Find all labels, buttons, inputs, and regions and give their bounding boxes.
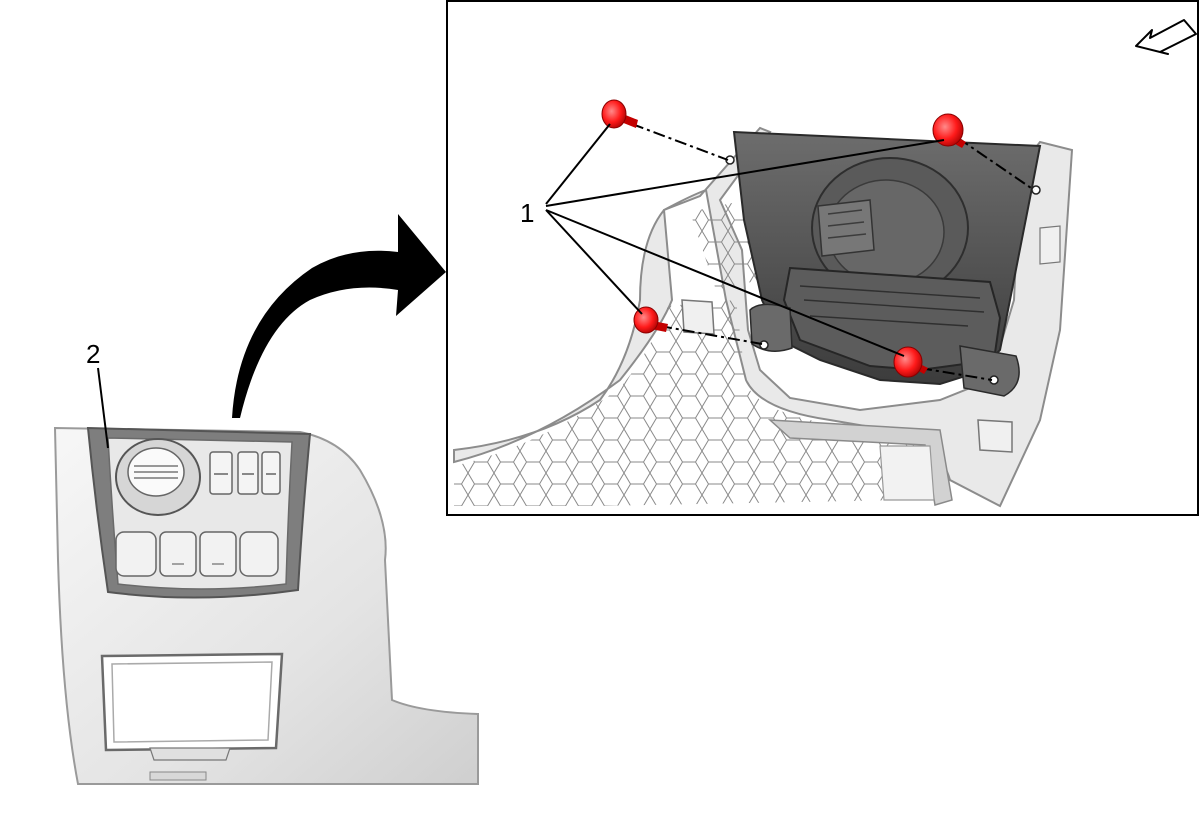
honeycomb-pattern-lower <box>454 300 940 506</box>
callout-1-leaders <box>545 123 945 357</box>
callout-2-leader <box>97 367 109 449</box>
mounting-tab-left <box>749 303 793 352</box>
screw-hole-upper-right <box>1031 185 1041 195</box>
lower-opening <box>100 652 284 752</box>
connector-block <box>817 199 875 257</box>
callout-2-label: 2 <box>86 339 100 369</box>
headlamp-knob <box>115 438 201 516</box>
screw-hole-lower-left <box>759 340 769 350</box>
curved-arrow-icon <box>232 214 446 418</box>
screw-alignment-lines <box>631 123 1035 381</box>
arrow-left-down-icon <box>1135 19 1197 55</box>
lower-channel <box>767 419 953 506</box>
mounting-tab-right <box>959 345 1020 397</box>
callout-1-label: 1 <box>520 198 534 228</box>
retaining-clip-right <box>977 419 1013 453</box>
overview-panel: 2 <box>53 339 479 785</box>
honeycomb-pattern-upper <box>690 200 760 290</box>
rocker-switches <box>209 451 281 495</box>
retaining-clip-upper-right <box>1039 225 1061 265</box>
fastener-upper-right <box>932 113 966 148</box>
fastener-lower-left <box>633 306 668 334</box>
retaining-clip-left <box>681 299 715 335</box>
detail-view: 1 <box>446 0 1199 516</box>
fastener-upper-left <box>601 99 638 129</box>
push-buttons <box>115 531 279 577</box>
